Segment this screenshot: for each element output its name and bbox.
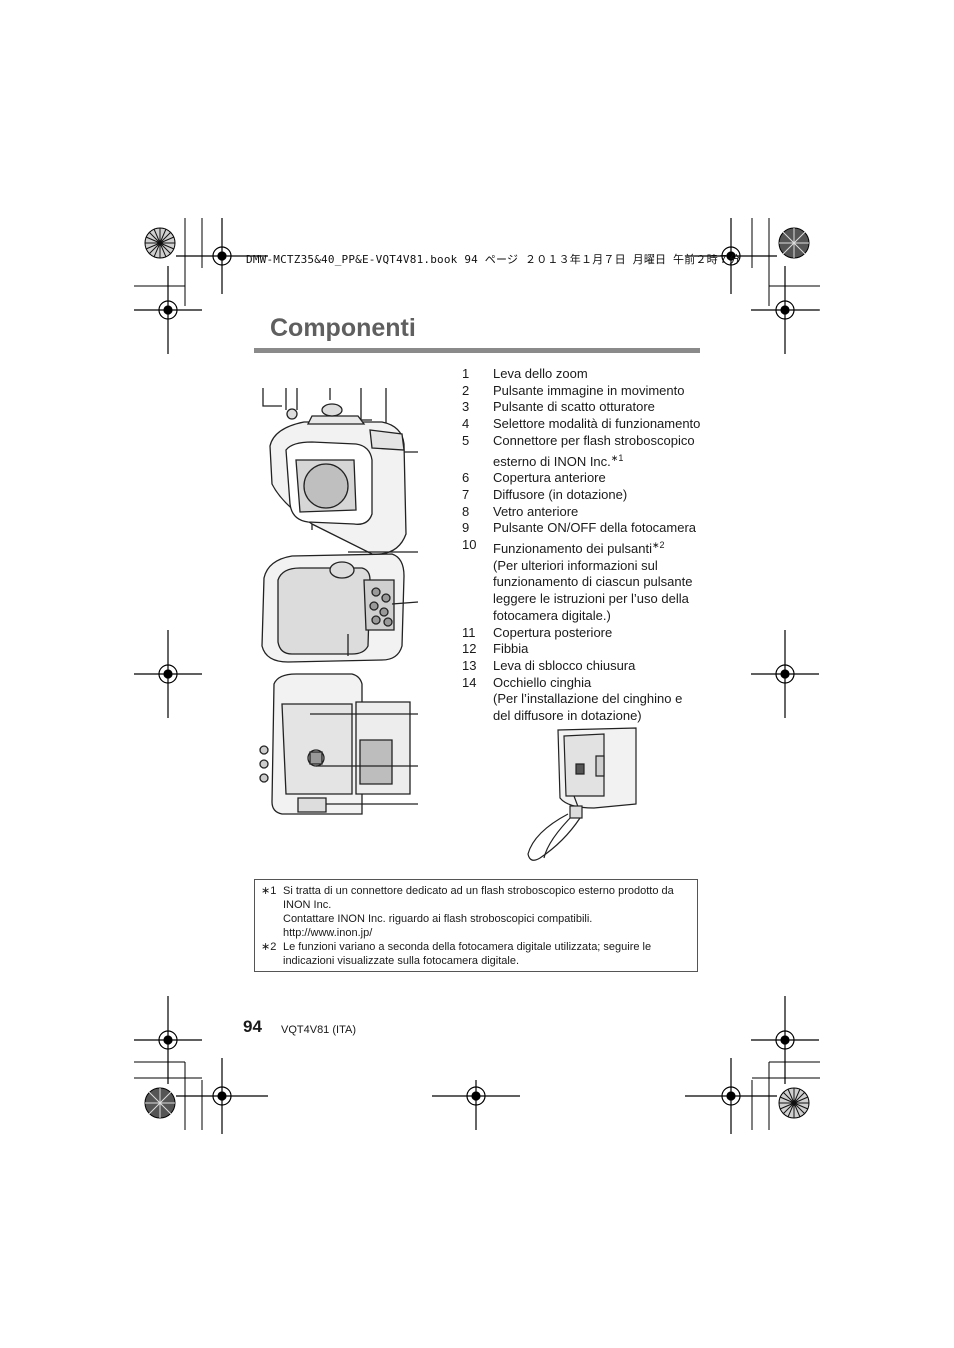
footnote: ∗2 Le funzioni variano a seconda della f… — [261, 941, 652, 967]
footnote-ref: ∗2 — [652, 540, 665, 551]
footnote: ∗1 Si tratta di un connettore dedicato a… — [261, 885, 674, 939]
document-code: VQT4V81 (ITA) — [281, 1024, 356, 1036]
strap-illustration — [527, 727, 637, 861]
page-title: Componenti — [270, 314, 416, 342]
footnotes-box: ∗1 Si tratta di un connettore dedicato a… — [254, 879, 698, 972]
page-number: 94 — [243, 1017, 262, 1036]
print-header: DMW-MCTZ35&40_PP&E-VQT4V81.book 94 ページ ２… — [246, 253, 741, 266]
inon-link[interactable]: http://www.inon.jp/ — [283, 927, 373, 939]
housing-illustration — [259, 388, 419, 815]
title-rule — [254, 348, 700, 353]
footnote-ref: ∗1 — [610, 452, 624, 463]
